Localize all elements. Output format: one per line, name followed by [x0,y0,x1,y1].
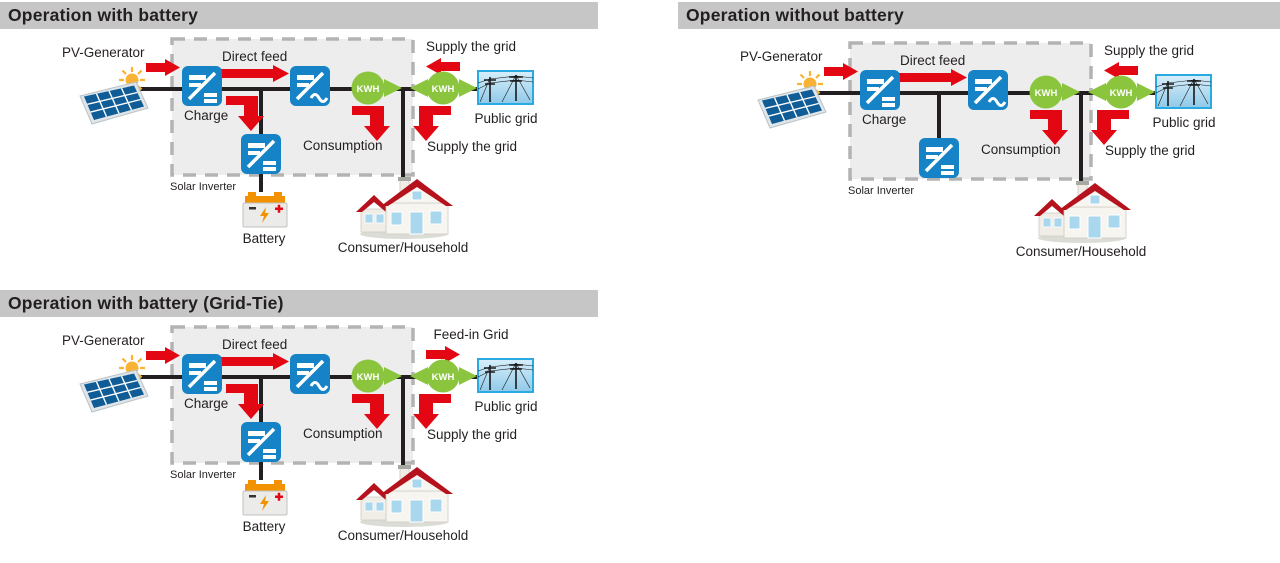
kwh-label: KWH [432,84,455,95]
battery-icon [242,191,288,228]
supply-grid-down-arrow [413,394,451,429]
grid-bottom-label: Supply the grid [1105,143,1195,158]
pv-generator-label: PV-Generator [740,49,823,64]
kwh-label: KWH [1110,88,1133,99]
consumer-label: Consumer/Household [338,240,469,255]
diagram-operation-with-battery-grid-tie: KWH KWH PV-Generator Direct feed Charge … [62,325,538,543]
solar-inverter-box [848,41,1093,181]
solar-inverter-label: Solar Inverter [170,469,236,481]
grid-top-label: Supply the grid [1104,43,1194,58]
charge-controller-icon [180,64,224,108]
kwh-meter [426,71,460,105]
public-grid-icon [1155,74,1212,109]
battery-label: Battery [243,231,286,246]
pv-generator-icon [78,65,150,126]
pv-generator-label: PV-Generator [62,45,145,60]
consumption-label: Consumption [303,138,383,153]
public-grid-label: Public grid [1152,115,1215,130]
consumption-label: Consumption [981,142,1061,157]
direct-feed-label: Direct feed [900,53,965,68]
public-grid-label: Public grid [474,111,537,126]
consumption-label: Consumption [303,426,383,441]
grid-top-label: Supply the grid [426,39,516,54]
dc-ac-inverter-icon [288,64,332,108]
kwh-meter [426,359,460,393]
pv-generator-icon [78,353,150,414]
public-grid-label: Public grid [474,399,537,414]
public-grid-icon [477,70,534,105]
house-icon [355,464,454,528]
supply-grid-down-arrow [1091,110,1129,145]
consumer-label: Consumer/Household [338,528,469,543]
kwh-label: KWH [432,372,455,383]
kwh-meter [1029,75,1063,109]
kwh-label: KWH [357,84,380,95]
kwh-label: KWH [1035,88,1058,99]
public-grid-icon [477,358,534,393]
kwh-meter [351,359,385,393]
diagram-operation-without-battery: KWH KWH PV-Generator Direct feed Charge … [740,41,1216,259]
house-icon [1033,180,1132,244]
kwh-meter [351,71,385,105]
battery-inverter-icon [917,136,961,180]
pv-generator-label: PV-Generator [62,333,145,348]
battery-icon [242,479,288,516]
section-title-without-battery: Operation without battery [678,2,1280,29]
dc-ac-inverter-icon [288,352,332,396]
grid-bottom-label: Supply the grid [427,427,517,442]
battery-inverter-icon [239,420,283,464]
solar-inverter-label: Solar Inverter [848,185,914,197]
consumer-label: Consumer/Household [1016,244,1147,259]
charge-label: Charge [184,396,228,411]
battery-label: Battery [243,519,286,534]
battery-inverter-icon [239,132,283,176]
direct-feed-label: Direct feed [222,337,287,352]
kwh-label: KWH [357,372,380,383]
grid-bottom-label: Supply the grid [427,139,517,154]
house-icon [355,176,454,240]
supply-grid-down-arrow [413,106,451,141]
solar-inverter-label: Solar Inverter [170,181,236,193]
grid-top-label: Feed-in Grid [433,327,508,342]
charge-label: Charge [184,108,228,123]
charge-label: Charge [862,112,906,127]
charge-controller-icon [180,352,224,396]
pv-generator-icon [756,69,828,130]
diagram-operation-with-battery: KWH KWH PV-Generator Direct feed Charge … [62,37,538,255]
dc-ac-inverter-icon [966,68,1010,112]
direct-feed-label: Direct feed [222,49,287,64]
charge-controller-icon [858,68,902,112]
section-title-grid-tie: Operation with battery (Grid-Tie) [0,290,598,317]
section-title-with-battery: Operation with battery [0,2,598,29]
kwh-meter [1104,75,1138,109]
